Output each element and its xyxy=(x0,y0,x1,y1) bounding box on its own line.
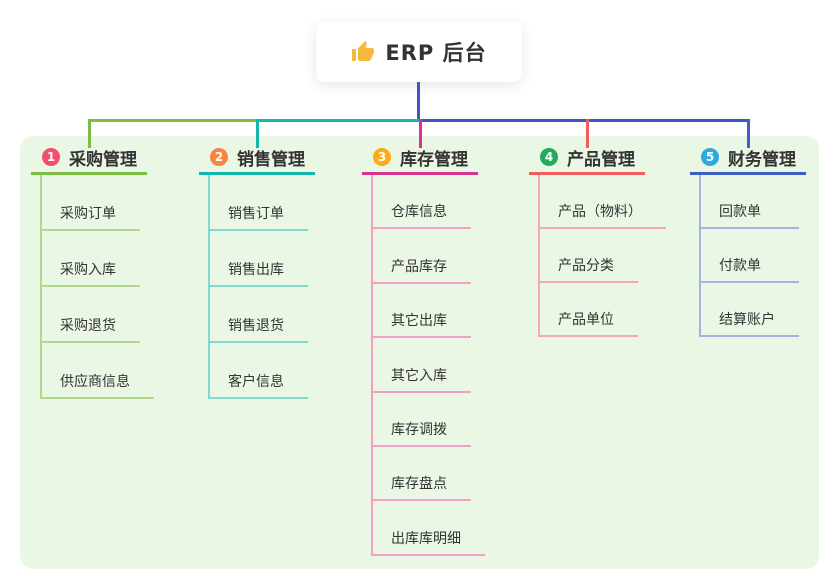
item-node[interactable]: 库存盘点 xyxy=(373,447,471,502)
branch-4: 4 产品管理产品（物料）产品分类产品单位 xyxy=(529,142,699,337)
item-node[interactable]: 结算账户 xyxy=(701,283,799,337)
bus-segment-2 xyxy=(256,119,422,122)
branch-header-1[interactable]: 1 采购管理 xyxy=(31,142,147,175)
branch-header-3[interactable]: 3 库存管理 xyxy=(362,142,478,175)
item-node[interactable]: 出库库明细 xyxy=(373,501,485,556)
item-node[interactable]: 供应商信息 xyxy=(42,343,154,399)
thumbs-up-icon xyxy=(352,41,375,61)
item-node[interactable]: 仓库信息 xyxy=(373,175,471,230)
branch-3: 3 库存管理仓库信息产品库存其它出库其它入库库存调拨库存盘点出库库明细 xyxy=(362,142,532,556)
item-node[interactable]: 回款单 xyxy=(701,175,799,229)
item-node[interactable]: 销售订单 xyxy=(210,175,308,231)
branch-items: 仓库信息产品库存其它出库其它入库库存调拨库存盘点出库库明细 xyxy=(371,175,532,556)
branch-items: 销售订单销售出库销售退货客户信息 xyxy=(208,175,369,399)
branch-items: 采购订单采购入库采购退货供应商信息 xyxy=(40,175,201,399)
item-node[interactable]: 销售出库 xyxy=(210,231,308,287)
branch-items: 回款单付款单结算账户 xyxy=(699,175,839,337)
item-node[interactable]: 产品单位 xyxy=(540,283,638,337)
branch-number-badge: 2 xyxy=(210,148,228,166)
branch-number-badge: 5 xyxy=(701,148,719,166)
branch-drop-line-2 xyxy=(256,119,259,148)
item-node[interactable]: 采购订单 xyxy=(42,175,140,231)
branch-number-badge: 1 xyxy=(42,148,60,166)
branch-drop-line-5 xyxy=(747,119,750,148)
item-node[interactable]: 产品（物料） xyxy=(540,175,666,229)
branch-label: 财务管理 xyxy=(728,149,796,170)
item-node[interactable]: 其它出库 xyxy=(373,284,471,339)
branch-label: 库存管理 xyxy=(400,149,468,170)
branch-number-badge: 4 xyxy=(540,148,558,166)
item-node[interactable]: 采购退货 xyxy=(42,287,140,343)
branch-header-4[interactable]: 4 产品管理 xyxy=(529,142,645,175)
item-node[interactable]: 销售退货 xyxy=(210,287,308,343)
bus-segment-1 xyxy=(88,119,259,122)
root-node[interactable]: ERP 后台 xyxy=(316,22,522,82)
branch-drop-line-1 xyxy=(88,119,91,148)
root-connector-line xyxy=(417,82,420,122)
item-node[interactable]: 库存调拨 xyxy=(373,393,471,447)
bus-segment-3 xyxy=(419,119,750,122)
branch-label: 采购管理 xyxy=(69,149,137,170)
branch-label: 销售管理 xyxy=(237,149,305,170)
item-node[interactable]: 产品库存 xyxy=(373,229,471,284)
branch-drop-line-3 xyxy=(419,119,422,148)
branch-header-5[interactable]: 5 财务管理 xyxy=(690,142,806,175)
item-node[interactable]: 采购入库 xyxy=(42,231,140,287)
branch-label: 产品管理 xyxy=(567,149,635,170)
branches-panel xyxy=(20,136,819,569)
item-node[interactable]: 客户信息 xyxy=(210,343,308,399)
item-node[interactable]: 其它入库 xyxy=(373,338,471,393)
branch-items: 产品（物料）产品分类产品单位 xyxy=(538,175,699,337)
branch-drop-line-4 xyxy=(586,119,589,148)
root-title: ERP 后台 xyxy=(385,41,487,65)
item-node[interactable]: 产品分类 xyxy=(540,229,638,283)
branch-1: 1 采购管理采购订单采购入库采购退货供应商信息 xyxy=(31,142,201,399)
branch-5: 5 财务管理回款单付款单结算账户 xyxy=(690,142,839,337)
branch-2: 2 销售管理销售订单销售出库销售退货客户信息 xyxy=(199,142,369,399)
item-node[interactable]: 付款单 xyxy=(701,229,799,283)
branch-number-badge: 3 xyxy=(373,148,391,166)
branch-header-2[interactable]: 2 销售管理 xyxy=(199,142,315,175)
